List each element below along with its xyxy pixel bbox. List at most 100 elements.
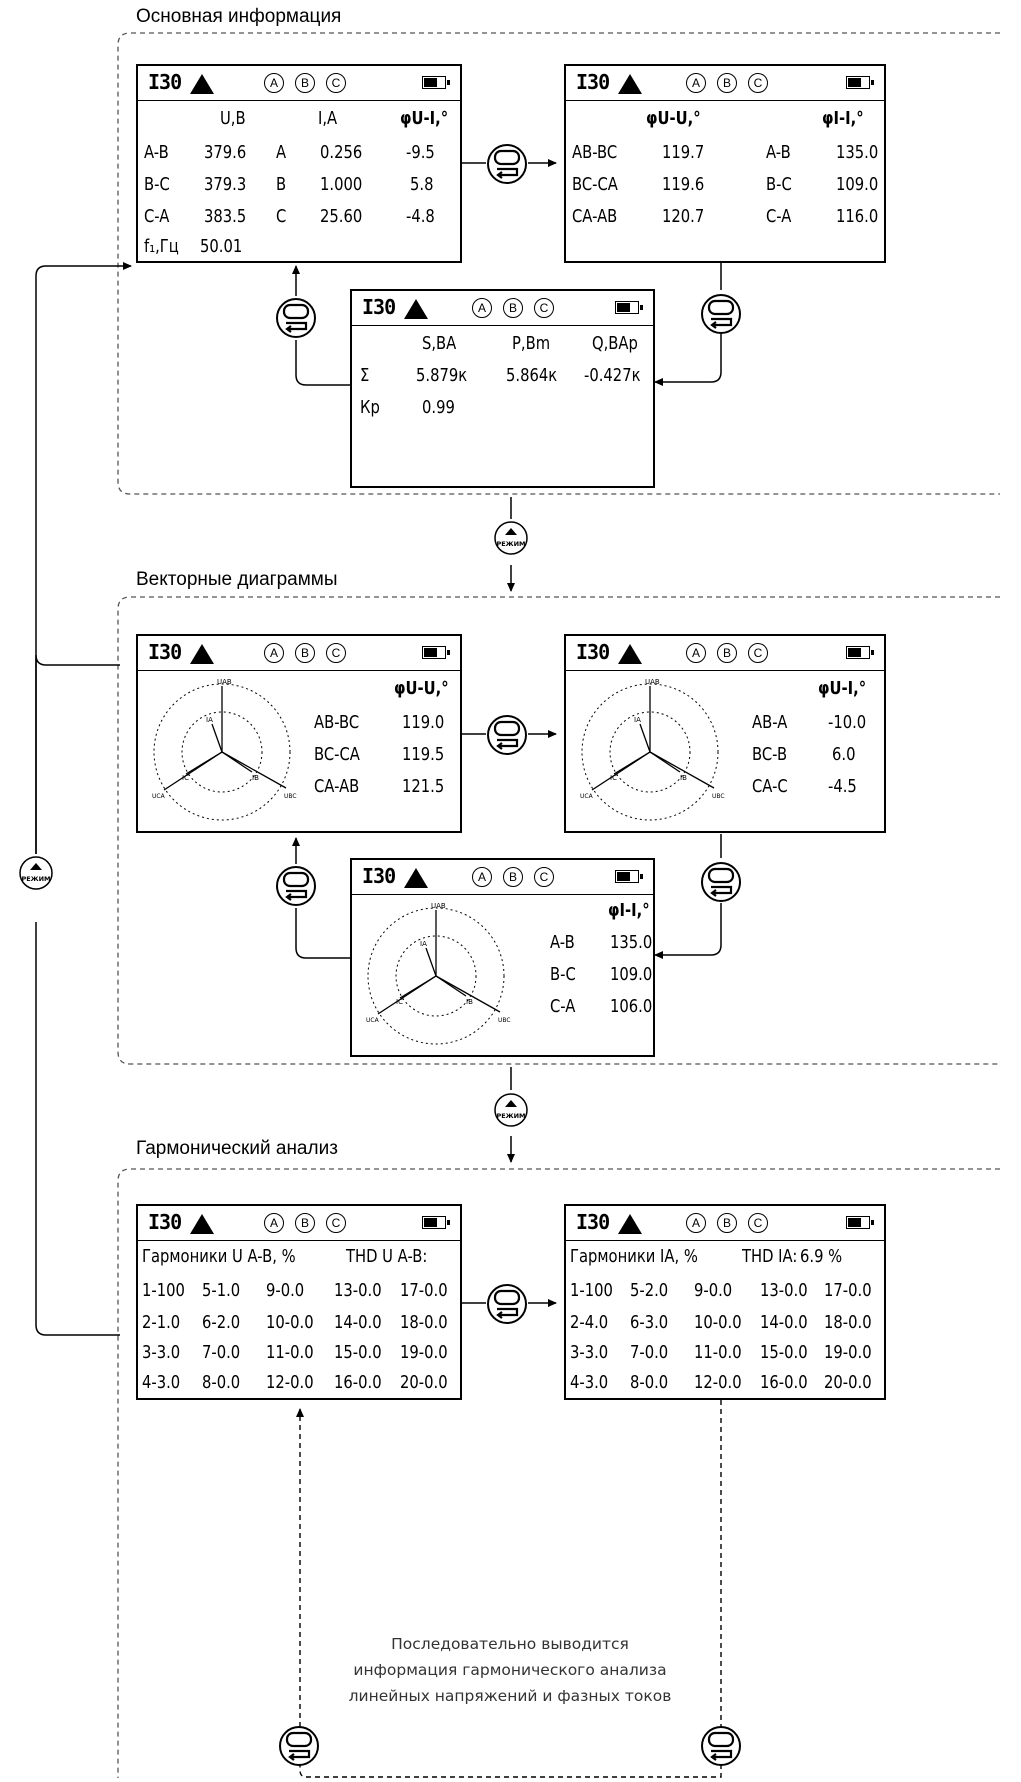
- harmonic-cell: 10-0.0: [266, 1312, 314, 1333]
- mode-key[interactable]: РЕЖИМ: [19, 856, 53, 890]
- cell: B-C: [144, 174, 170, 195]
- vec-label: IC: [610, 774, 617, 782]
- cell: BC-B: [752, 744, 788, 765]
- device-logo: I30: [148, 640, 182, 664]
- cell: 135.0: [836, 142, 879, 163]
- thd-label: THD IA:: [742, 1246, 798, 1267]
- phase-b-indicator: B: [295, 643, 315, 663]
- harmonic-cell: 11-0.0: [694, 1342, 742, 1363]
- harmonic-cell: 2-1.0: [142, 1312, 181, 1333]
- cell: -0.427к: [584, 365, 641, 386]
- col-header: φU-U,°: [394, 678, 449, 699]
- harmonic-cell: 7-0.0: [202, 1342, 241, 1363]
- cycle-enter-key-icon[interactable]: [486, 1282, 527, 1324]
- section-title-basic-info: Основная информация: [136, 6, 342, 27]
- cell: 121.5: [402, 776, 445, 797]
- phase-b-indicator: B: [295, 1213, 315, 1233]
- battery-icon: [846, 646, 874, 659]
- mode-key[interactable]: РЕЖИМ: [494, 521, 528, 555]
- harmonic-cell: 20-0.0: [824, 1372, 872, 1393]
- cell: 119.5: [402, 744, 445, 765]
- device-logo: I30: [362, 295, 396, 319]
- mode-key[interactable]: РЕЖИМ: [494, 1093, 528, 1127]
- harmonic-cell: 17-0.0: [824, 1280, 872, 1301]
- screen-vector-3: I30 A B C UAB IA IB UBC IC UCA φI-I,° A-…: [350, 858, 655, 1057]
- col-header: P,Bm: [512, 333, 551, 354]
- col-header: φU-I,°: [400, 108, 449, 129]
- cycle-enter-key-icon[interactable]: [700, 1724, 741, 1766]
- col-header: Q,BAp: [592, 333, 638, 354]
- cell: 135.0: [610, 932, 653, 953]
- device-logo: I30: [576, 640, 610, 664]
- warning-triangle-icon: [618, 74, 642, 94]
- cell: AB-BC: [314, 712, 360, 733]
- screen-basic-1: I30 A B C U,B I,A φU-I,° A-B 379.6 A 0.2…: [136, 64, 462, 263]
- cell: -4.5: [828, 776, 857, 797]
- status-bar: I30 A B C: [566, 1206, 884, 1241]
- col-header: S,BA: [422, 333, 457, 354]
- phase-b-indicator: B: [503, 867, 523, 887]
- device-logo: I30: [362, 864, 396, 888]
- warning-triangle-icon: [404, 299, 428, 319]
- cell: CA-AB: [572, 206, 618, 227]
- cycle-enter-key-icon[interactable]: [275, 864, 316, 906]
- harmonic-cell: 14-0.0: [760, 1312, 808, 1333]
- battery-icon: [422, 76, 450, 89]
- status-bar: I30 A B C: [138, 1206, 460, 1241]
- warning-triangle-icon: [190, 644, 214, 664]
- cell: 116.0: [836, 206, 879, 227]
- col-header: I,A: [318, 108, 338, 129]
- phase-b-indicator: B: [503, 298, 523, 318]
- thd-value: 6.9 %: [800, 1246, 843, 1267]
- cycle-enter-key-icon[interactable]: [278, 1724, 319, 1766]
- cell: CA-C: [752, 776, 788, 797]
- cycle-enter-key-icon[interactable]: [700, 292, 741, 334]
- cycle-enter-key-icon[interactable]: [486, 142, 527, 184]
- harmonic-cell: 1-100: [570, 1280, 613, 1301]
- vec-label: IB: [252, 774, 259, 782]
- phase-c-indicator: C: [534, 867, 554, 887]
- battery-icon: [846, 76, 874, 89]
- cycle-enter-key-icon[interactable]: [700, 860, 741, 902]
- mode-key-label: РЕЖИМ: [496, 1112, 526, 1120]
- vec-label: IC: [182, 774, 189, 782]
- harmonic-cell: 16-0.0: [334, 1372, 382, 1393]
- phase-c-indicator: C: [326, 73, 346, 93]
- harmonic-cell: 5-1.0: [202, 1280, 241, 1301]
- vec-label: IB: [680, 774, 687, 782]
- vec-label: UCA: [366, 1017, 380, 1024]
- cell: 119.0: [402, 712, 445, 733]
- cell: -9.5: [406, 142, 435, 163]
- harmonics-note: Последовательно выводится информация гар…: [340, 1631, 680, 1709]
- screen-basic-2: I30 A B C φU-U,° φI-I,° AB-BC 119.7 A-B …: [564, 64, 886, 263]
- cell: B: [276, 174, 287, 195]
- cycle-enter-key-icon[interactable]: [275, 296, 316, 338]
- status-bar: I30 A B C: [566, 66, 884, 101]
- status-bar: I30 A B C: [566, 636, 884, 671]
- cell: -10.0: [828, 712, 867, 733]
- harmonic-cell: 19-0.0: [824, 1342, 872, 1363]
- cell: B-C: [766, 174, 792, 195]
- mode-key-label: РЕЖИМ: [21, 875, 51, 883]
- battery-icon: [422, 646, 450, 659]
- device-logo: I30: [576, 70, 610, 94]
- harmonic-cell: 18-0.0: [400, 1312, 448, 1333]
- harmonic-cell: 9-0.0: [694, 1280, 733, 1301]
- phase-a-indicator: A: [686, 643, 706, 663]
- sum-label: Σ: [360, 365, 370, 386]
- vec-label: IB: [466, 998, 473, 1006]
- harmonic-cell: 10-0.0: [694, 1312, 742, 1333]
- harmonic-cell: 15-0.0: [760, 1342, 808, 1363]
- status-bar: I30 A B C: [138, 636, 460, 671]
- cell: 109.0: [836, 174, 879, 195]
- harmonic-cell: 12-0.0: [694, 1372, 742, 1393]
- vec-label: IA: [206, 716, 213, 724]
- harmonic-cell: 1-100: [142, 1280, 185, 1301]
- device-logo: I30: [576, 1210, 610, 1234]
- cell: 109.0: [610, 964, 653, 985]
- harmonics-title: Гармоники IA, %: [570, 1246, 698, 1267]
- harmonic-cell: 8-0.0: [202, 1372, 241, 1393]
- cycle-enter-key-icon[interactable]: [486, 713, 527, 755]
- battery-icon: [846, 1216, 874, 1229]
- harmonic-cell: 13-0.0: [334, 1280, 382, 1301]
